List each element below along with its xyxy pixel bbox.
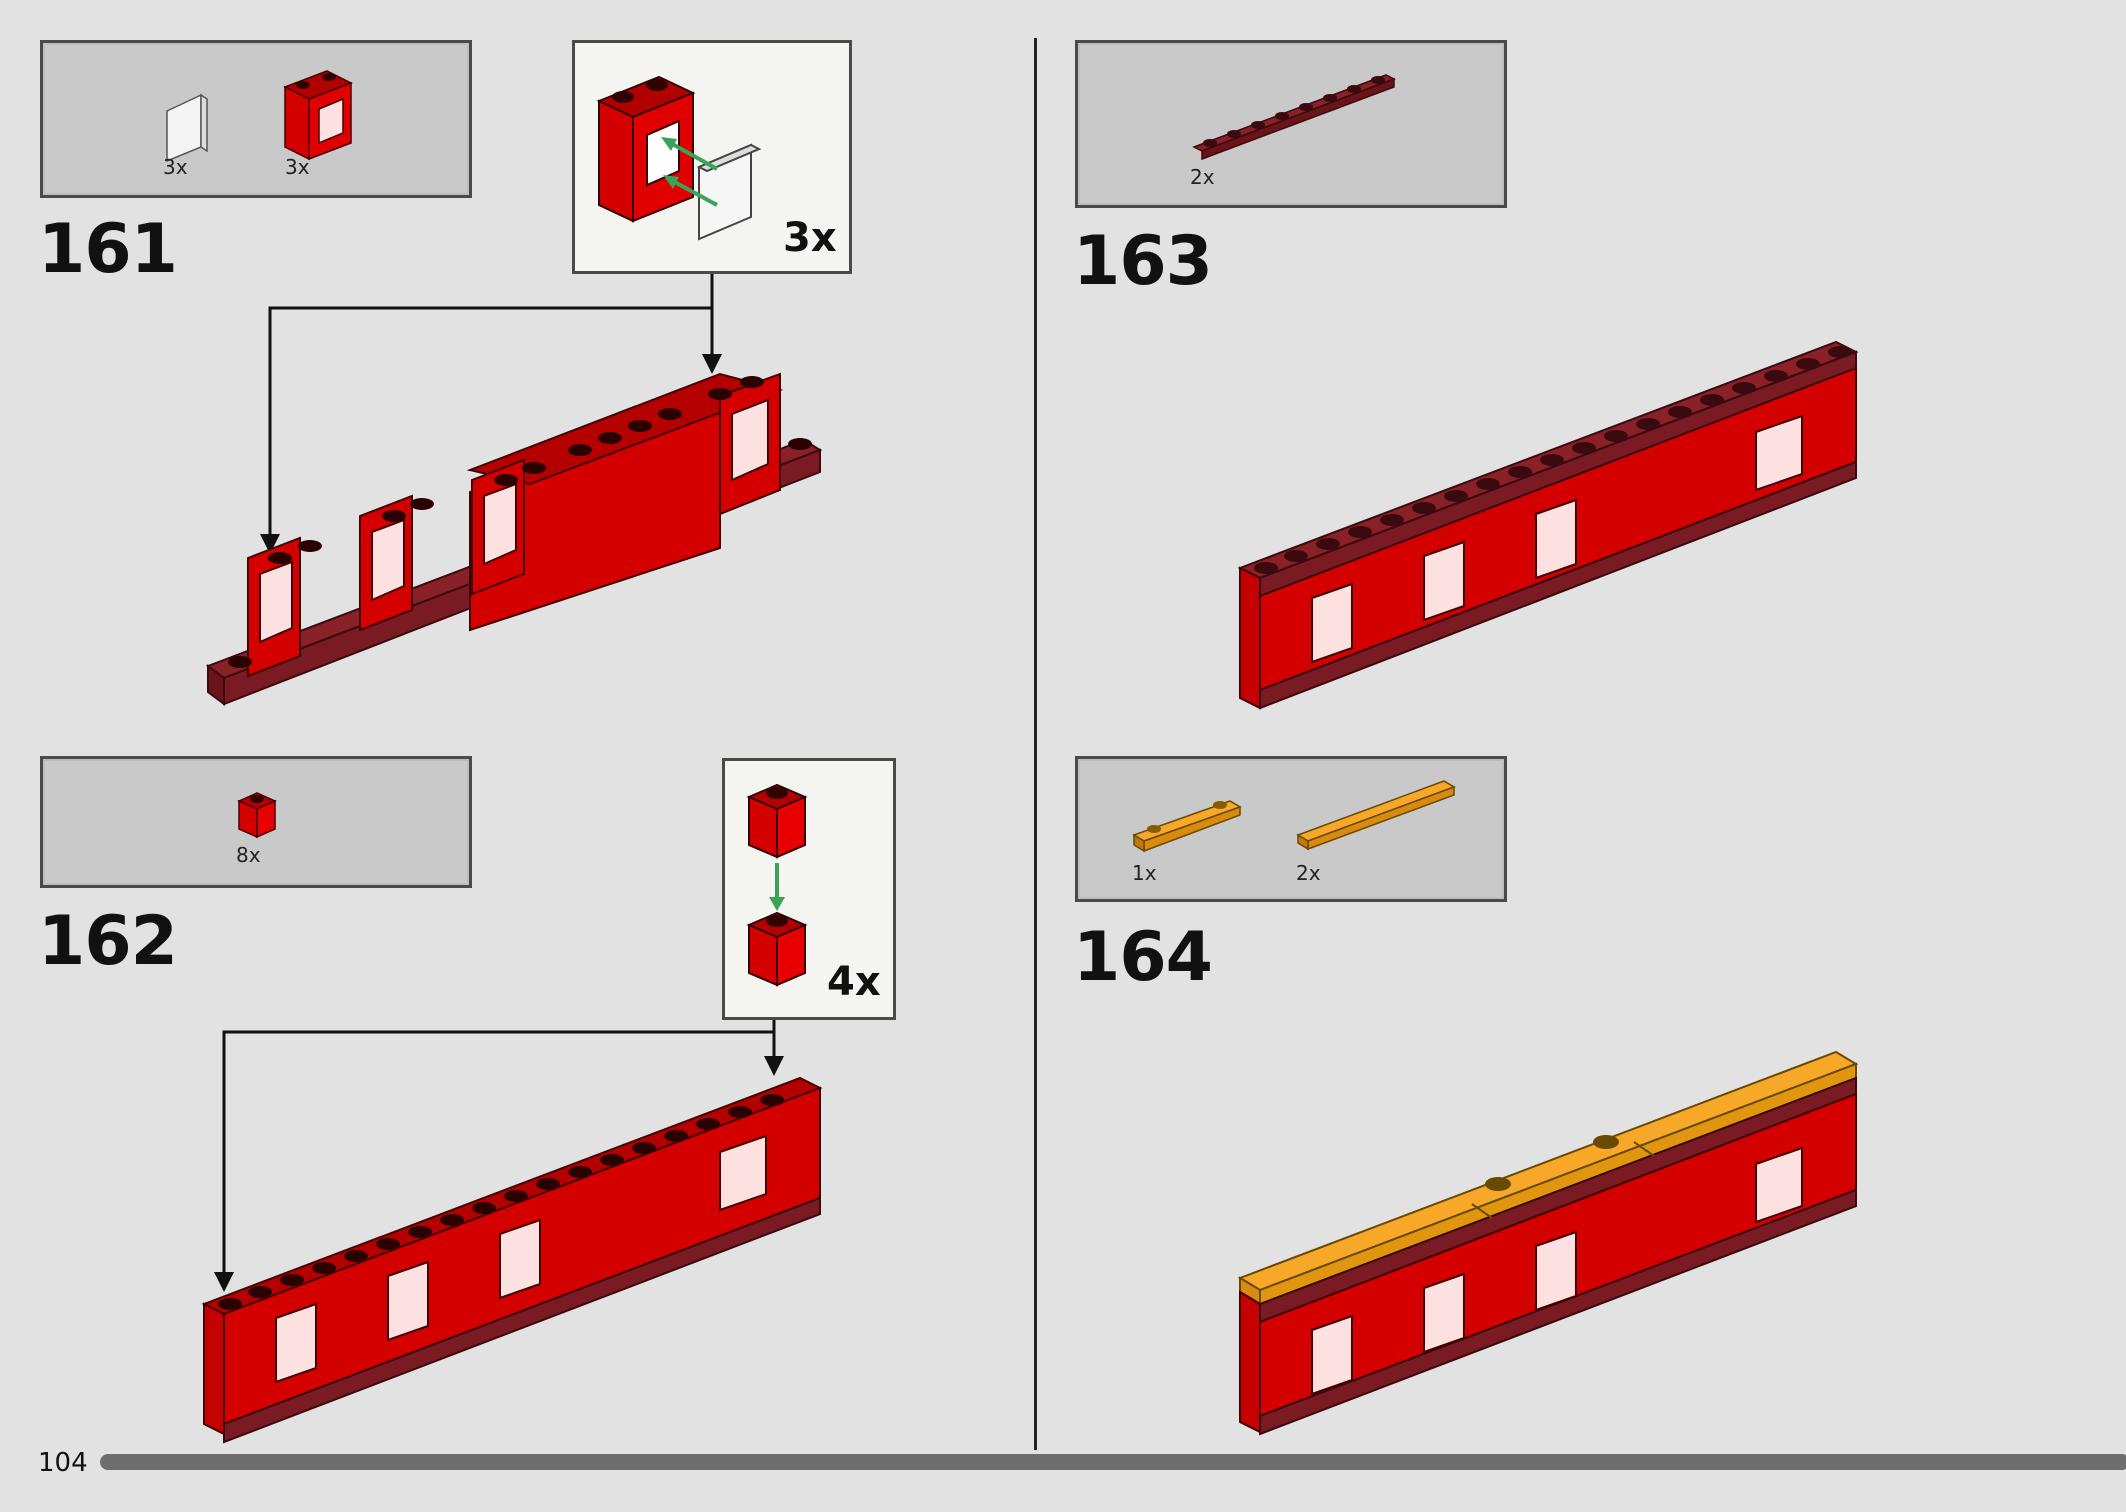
red-brick-1x1-icon [237, 792, 277, 839]
step-163-parts-list: 2x [1075, 40, 1507, 208]
part-qty-brick: 8x [236, 843, 261, 867]
dark-red-plate-1x8-icon [1192, 74, 1396, 161]
callout-multiplier: 4x [827, 959, 881, 1005]
page-number: 104 [38, 1448, 88, 1478]
step-162-callout: 4x [722, 758, 896, 1020]
callout-multiplier: 3x [783, 215, 837, 261]
step-number-161: 161 [38, 210, 178, 289]
step-164-parts-list: 1x 2x [1075, 756, 1507, 902]
page-divider [1034, 38, 1037, 1450]
step-164-model-wall [1237, 1050, 1859, 1436]
callout-assembly-window [596, 75, 762, 241]
orange-plate-1x4-icon [1132, 800, 1242, 853]
step-number-162: 162 [38, 902, 178, 981]
step-162-parts-list: 8x [40, 756, 472, 888]
step-161-callout: 3x [572, 40, 852, 274]
step-163-model-wall [1237, 340, 1859, 710]
part-qty-plate: 2x [1190, 165, 1215, 189]
orange-tile-1x6-icon [1296, 780, 1456, 851]
callout-assembly-brick-stack [746, 783, 808, 987]
step-161-parts-list: 3x 3x [40, 40, 472, 198]
part-qty-clear-pane: 3x [163, 155, 188, 179]
part-qty-window-frame: 3x [285, 155, 310, 179]
step-number-164: 164 [1073, 918, 1213, 997]
part-qty-orange-tile: 2x [1296, 861, 1321, 885]
step-161-model-wall [205, 372, 823, 706]
part-qty-orange-plate: 1x [1132, 861, 1157, 885]
clear-window-pane-icon [166, 93, 208, 163]
progress-bar [100, 1454, 2126, 1470]
step-162-model-wall [201, 1076, 823, 1444]
red-window-frame-icon [283, 70, 353, 161]
step-number-163: 163 [1073, 222, 1213, 301]
